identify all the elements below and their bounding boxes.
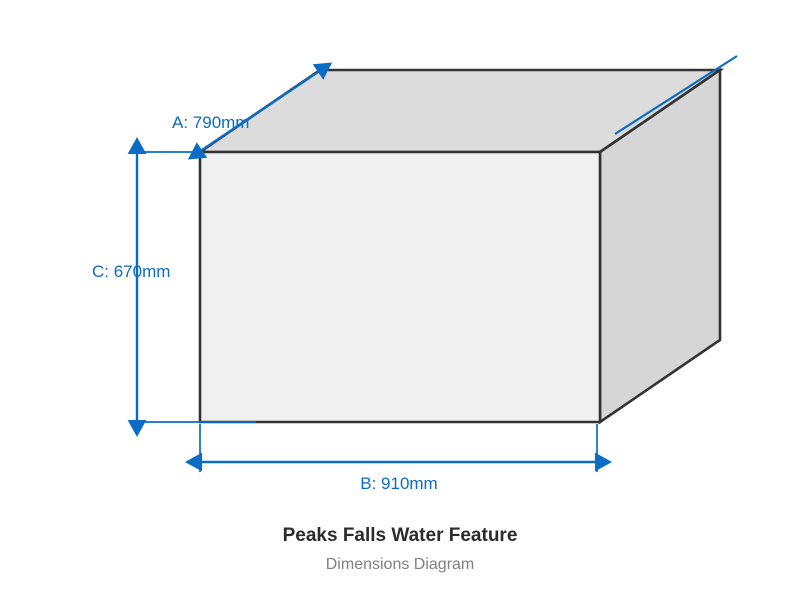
dimension-c-label: C: 670mm [92, 262, 170, 281]
dimension-a-arrow-line [187, 62, 333, 160]
page-title: Peaks Falls Water Feature [283, 525, 518, 546]
box-3d [195, 67, 725, 425]
box-front-face [198, 150, 602, 424]
dimension-b-width: B: 910mm [184, 424, 613, 493]
dimension-a-extension-line [614, 55, 738, 135]
page-subtitle: Dimensions Diagram [326, 556, 475, 573]
dimension-a-depth: A: 790mm [172, 55, 738, 160]
dimension-c-height: C: 670mm [92, 136, 256, 438]
dimension-a-label: A: 790mm [172, 113, 249, 132]
dimension-b-label: B: 910mm [360, 474, 437, 493]
